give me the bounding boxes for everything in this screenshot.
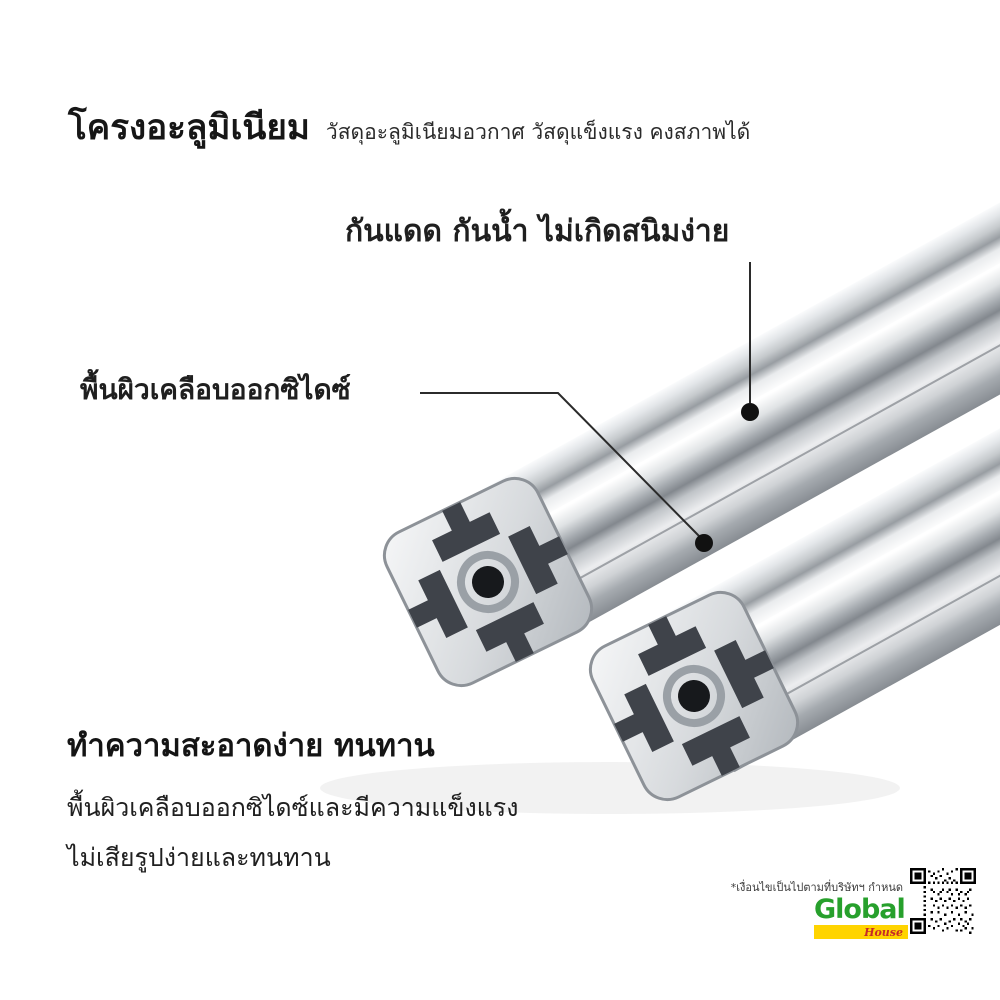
qr-code (910, 868, 976, 934)
footer-heading: ทำความสะอาดง่าย ทนทาน (67, 728, 435, 764)
footer-line-1: พื้นผิวเคลือบออกซิไดซ์และมีความแข็งแรง (67, 793, 519, 822)
page-title: โครงอะลูมิเนียม (68, 108, 310, 148)
brand-bar: House (814, 925, 908, 939)
brand-name: Global (814, 894, 906, 925)
callout-label-weather-resistant: กันแดด กันน้ำ ไม่เกิดสนิมง่าย (345, 214, 730, 249)
footer-line-2: ไม่เสียรูปง่ายและทนทาน (67, 843, 331, 872)
callout-line-2 (420, 392, 701, 538)
profile-bar-front (651, 262, 1000, 773)
callout-label-oxidized-surface: พื้นผิวเคลือบออกซิไดซ์ (80, 373, 351, 406)
callout-dot-2 (695, 534, 713, 552)
brand-subname: House (864, 925, 903, 939)
header: โครงอะลูมิเนียม วัสดุอะลูมิเนียมอวกาศ วั… (68, 100, 750, 155)
ground-shadow (320, 762, 900, 814)
callout-dot-1 (741, 403, 759, 421)
global-house-logo: Global House (814, 896, 908, 939)
disclaimer-text: *เงื่อนไขเป็นไปตามที่บริษัทฯ กำหนด (730, 881, 903, 894)
profile-bar-back (446, 111, 1000, 657)
page-subtitle: วัสดุอะลูมิเนียมอวกาศ วัสดุแข็งแรง คงสภา… (325, 120, 751, 144)
